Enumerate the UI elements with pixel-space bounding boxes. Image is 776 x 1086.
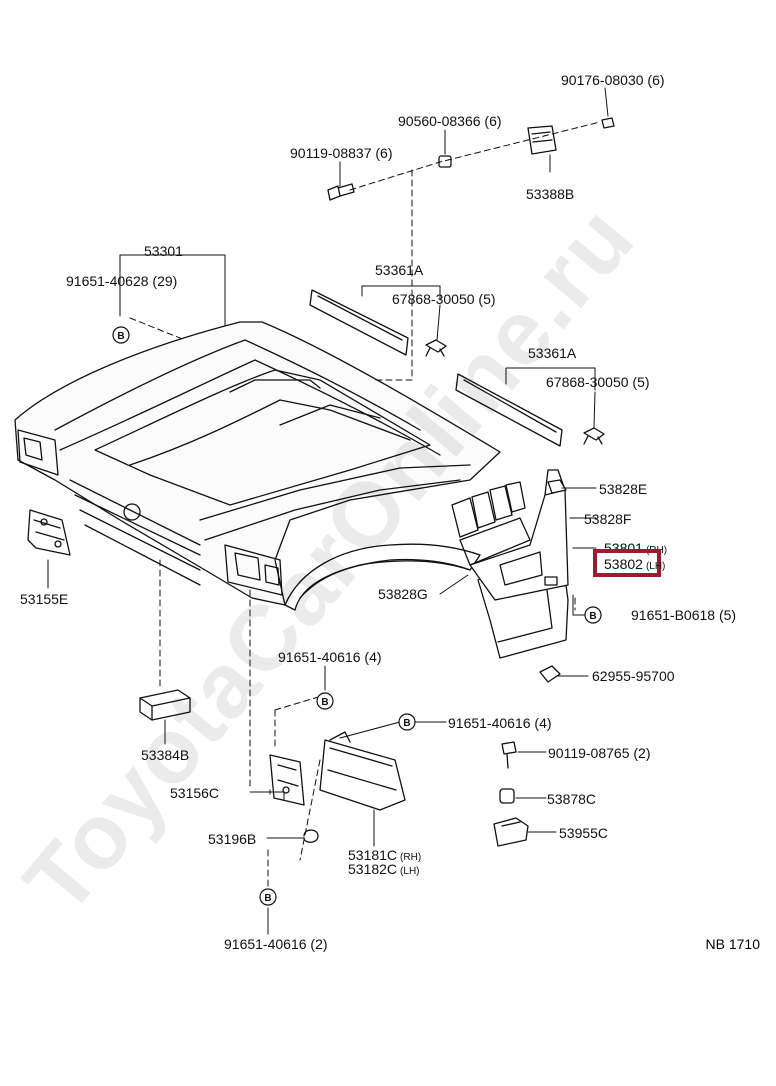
- fender-panel: [469, 469, 569, 659]
- part-label-53181c[interactable]: 53181C(RH): [348, 847, 421, 866]
- part-label-91651-b0618[interactable]: 91651-B0618 (5): [631, 607, 737, 623]
- part-label-90560-08366[interactable]: 90560-08366 (6): [398, 113, 502, 129]
- clip-62955: [539, 665, 561, 683]
- hood-panel: [14, 321, 531, 611]
- part-label-67868-30050-upper[interactable]: 67868-30050 (5): [392, 291, 496, 307]
- part-label-53361a-lower[interactable]: 53361A: [528, 345, 577, 361]
- diagram-code: NB 1710: [705, 936, 760, 952]
- part-label-53301[interactable]: 53301: [144, 243, 183, 259]
- part-label-53828e[interactable]: 53828E: [599, 481, 648, 497]
- part-label-53828f[interactable]: 53828F: [584, 511, 632, 527]
- side-suffix: (LH): [645, 561, 666, 572]
- bumper-53388b: [527, 125, 557, 155]
- callout-b-1: B: [117, 331, 124, 342]
- part-label-53384b[interactable]: 53384B: [141, 747, 190, 763]
- clip-67868-lower: [583, 427, 605, 445]
- part-label-53878c[interactable]: 53878C: [547, 791, 597, 807]
- callout-b-4: B: [403, 718, 410, 729]
- part-label-53802-highlighted[interactable]: 53802(LH): [604, 556, 665, 575]
- callout-b-3: B: [321, 697, 328, 708]
- bolt-90119-08837: [327, 183, 355, 201]
- part-number: 53181C: [348, 847, 398, 863]
- part-label-91651-40628[interactable]: 91651-40628 (29): [66, 273, 178, 289]
- part-label-53361a-upper[interactable]: 53361A: [375, 262, 424, 278]
- part-label-91651-40616-b[interactable]: 91651-40616 (4): [448, 715, 552, 731]
- bracket-53156c: [269, 754, 305, 806]
- callout-b-2: B: [589, 611, 596, 622]
- part-label-91651-40616-a[interactable]: 91651-40616 (4): [278, 649, 382, 665]
- dashed-assembly-lines: [129, 121, 601, 891]
- part-number: 53802: [604, 556, 643, 572]
- retainer-53828e: [547, 479, 567, 494]
- part-label-90119-08837[interactable]: 90119-08837 (6): [290, 145, 393, 161]
- callout-b-circles: [112, 326, 602, 906]
- bolt-90119-08765: [501, 741, 517, 769]
- cushion-53878c: [499, 788, 515, 804]
- molding-53361a-lower: [455, 373, 563, 447]
- cover-53181c: [319, 731, 406, 811]
- highlight-box: [593, 549, 661, 577]
- part-label-53955c[interactable]: 53955C: [559, 825, 609, 841]
- part-label-53828g[interactable]: 53828G: [378, 586, 428, 602]
- side-suffix: (RH): [400, 852, 422, 863]
- part-label-53196b[interactable]: 53196B: [208, 831, 257, 847]
- part-label-91651-40616-c[interactable]: 91651-40616 (2): [224, 936, 328, 952]
- part-label-90176-08030[interactable]: 90176-08030 (6): [561, 72, 665, 88]
- bracket-53155e: [27, 509, 71, 556]
- callout-b-5: B: [264, 893, 271, 904]
- clip-67868-upper: [425, 339, 447, 357]
- side-suffix: (LH): [400, 866, 420, 877]
- part-label-53155e[interactable]: 53155E: [20, 591, 69, 607]
- part-label-62955-95700[interactable]: 62955-95700: [592, 668, 675, 684]
- clip-53196b: [303, 829, 319, 843]
- part-number: 53182C: [348, 861, 398, 877]
- part-label-90119-08765[interactable]: 90119-08765 (2): [548, 745, 651, 761]
- molding-53361a-upper: [309, 289, 409, 356]
- part-label-67868-30050-lower[interactable]: 67868-30050 (5): [546, 374, 650, 390]
- pad-53384b: [139, 689, 191, 721]
- part-label-53388b[interactable]: 53388B: [526, 186, 575, 202]
- nut-90176: [601, 117, 615, 129]
- lock-53955c: [493, 817, 529, 847]
- cushion-90560: [438, 155, 452, 168]
- leader-lines: [47, 87, 609, 935]
- part-label-53156c[interactable]: 53156C: [170, 785, 220, 801]
- part-label-53182c[interactable]: 53182C(LH): [348, 861, 420, 880]
